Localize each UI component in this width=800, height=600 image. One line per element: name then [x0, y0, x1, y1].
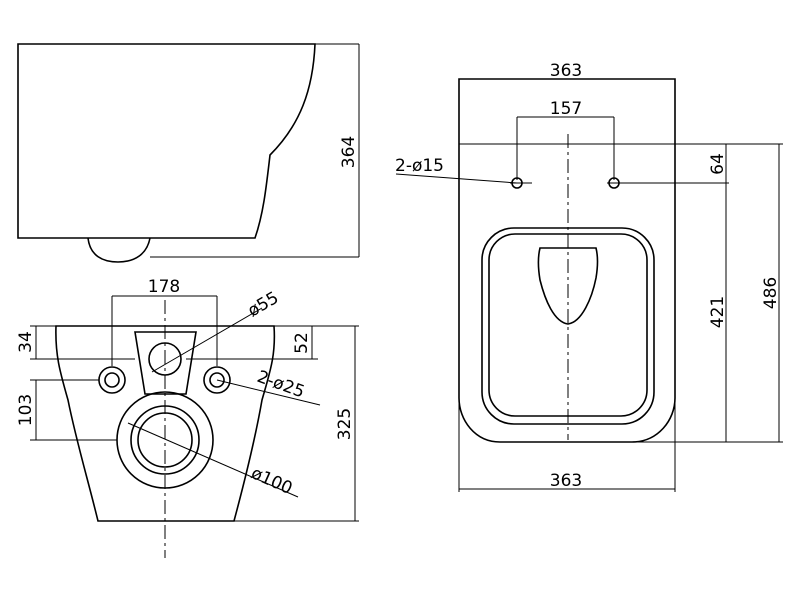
bottom-width-label: 363 [550, 471, 582, 491]
bolt-hole-left-outer [98, 366, 126, 394]
side-view: 364 [17, 43, 360, 263]
outlet-middle [130, 405, 200, 475]
bowl-length-label: 421 [708, 296, 728, 328]
holes-leader [395, 173, 518, 184]
hole-spacing-label: 157 [550, 99, 582, 119]
hole-offset-label: 64 [708, 153, 728, 175]
side-view-height-label: 364 [339, 136, 359, 168]
bolt-spacing-label: 178 [148, 277, 180, 297]
inlet-diameter-label: ø55 [245, 288, 283, 321]
outlet-inner [137, 412, 193, 468]
total-length-label: 486 [761, 277, 781, 309]
bolt-height-label: 103 [16, 394, 36, 426]
top-view: 363 157 2-ø15 64 421 486 363 [395, 61, 783, 492]
top-view-outline [458, 78, 676, 443]
total-height-label: 325 [335, 408, 355, 440]
outlet-diameter-leader [127, 422, 299, 498]
inlet-offset-label: 52 [292, 332, 312, 354]
bolt-hole-right-inner [209, 372, 225, 388]
top-offset-label: 34 [16, 331, 36, 353]
holes-label: 2-ø15 [395, 156, 444, 176]
bowl-outlet [537, 247, 599, 325]
side-view-outline [17, 43, 316, 239]
bolt-holes-leader [216, 379, 321, 406]
water-inlet-hole [148, 342, 182, 376]
bolt-hole-left-inner [104, 372, 120, 388]
water-inlet-recess [134, 331, 197, 395]
rear-view: 178 ø55 52 2-ø25 ø100 325 34 103 [16, 277, 359, 558]
inlet-diameter-leader [151, 307, 263, 373]
bolt-hole-right-outer [203, 366, 231, 394]
top-width-label: 363 [550, 61, 582, 81]
outlet-diameter-label: ø100 [248, 463, 295, 499]
side-view-outlet-spigot [87, 237, 151, 263]
